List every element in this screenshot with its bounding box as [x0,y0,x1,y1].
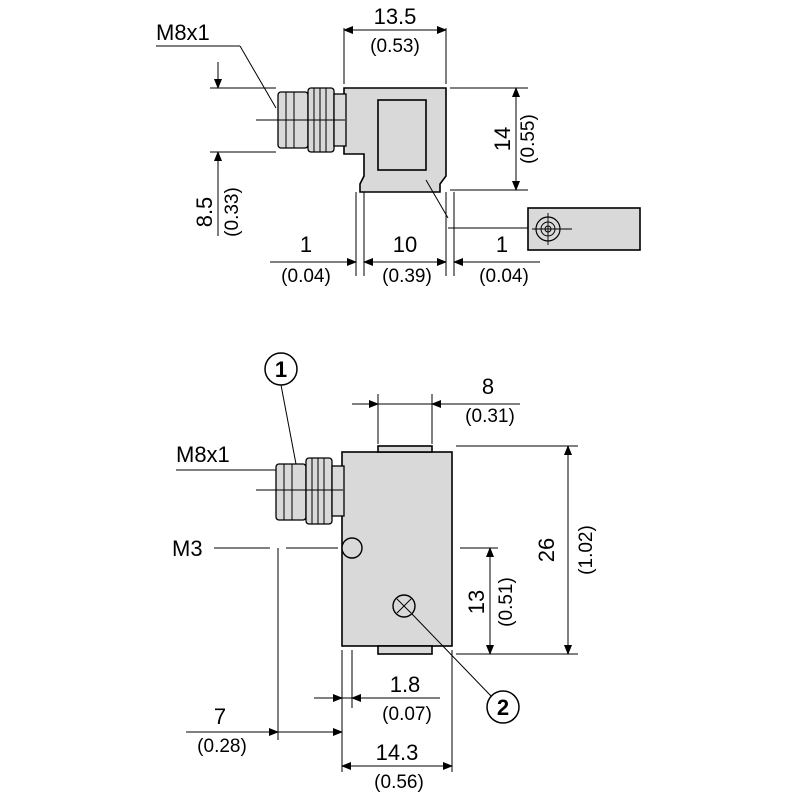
top-left-dim-inch: (0.04) [281,266,331,287]
hole-label: M3 [172,536,203,561]
top-width-dim: 13.5 [374,4,417,29]
front-left-dim-inch: (0.28) [197,736,247,757]
front-connector-nut [275,463,307,521]
front-height-dim-inch: (1.02) [576,525,597,575]
top-right-dim: 1 [496,232,508,257]
top-mid-dim: 10 [393,232,417,257]
front-height-dim: 26 [534,538,559,562]
front-top-dim: 8 [482,374,494,399]
front-bottom-dim: 14.3 [376,740,419,765]
callout-1-leader [280,384,297,465]
front-top-tab [377,445,433,453]
front-bottom-dim-inch: (0.56) [374,772,424,793]
top-right-dim-inch: (0.04) [479,266,529,287]
callout-2-circle [486,690,520,724]
top-left-dim: 1 [300,232,312,257]
top-thread-leader [239,45,277,109]
top-thread-label: M8x1 [156,20,210,45]
top-height-dim: 14 [490,127,515,151]
top-height-dim-inch: (0.55) [518,114,539,164]
front-small-dim-inch: (0.07) [382,704,432,725]
top-offset-dim: 8.5 [192,197,217,228]
callout-2: 2 [497,695,509,720]
front-top-dim-inch: (0.31) [465,406,515,427]
callout-1: 1 [275,357,287,382]
top-view: M8x1 13.5 (0.53) 14 (0.55) 8.5 (0.33) 1 [156,4,641,287]
m3-hole [341,537,363,559]
front-bottom-tab [377,645,433,655]
top-window [377,99,427,171]
front-connector-thread [305,457,333,525]
front-half-dim-inch: (0.51) [496,577,517,627]
front-connector-collar [331,465,345,517]
front-small-dim: 1.8 [390,672,421,697]
front-left-dim: 7 [214,704,226,729]
front-view: M3 M8x1 1 2 8 (0.31) 26 (1.02) 13 [172,352,597,793]
front-half-dim: 13 [464,590,489,614]
top-offset-dim-inch: (0.33) [222,187,243,237]
top-mid-dim-inch: (0.39) [382,266,432,287]
front-thread-label: M8x1 [176,442,230,467]
top-width-dim-inch: (0.53) [370,36,420,57]
